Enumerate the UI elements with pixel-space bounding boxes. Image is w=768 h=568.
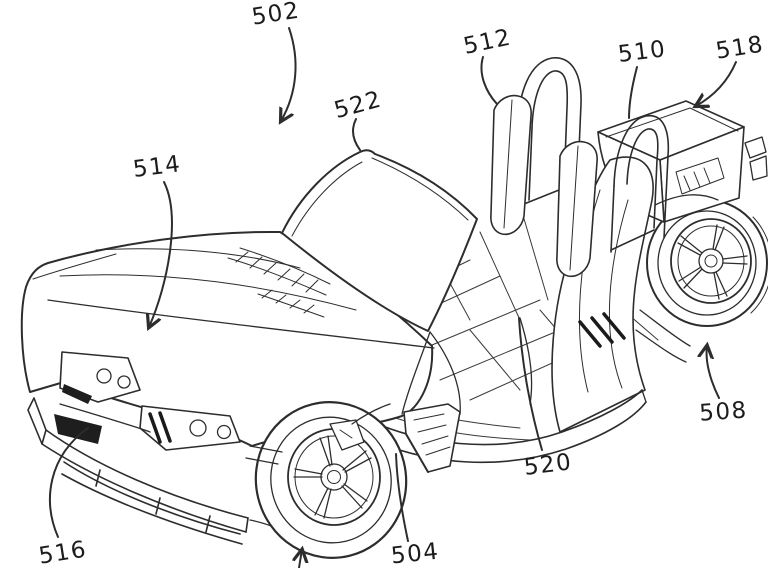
leader-518 [696, 61, 737, 106]
leader-502 [281, 27, 297, 121]
leader-510 [628, 66, 638, 119]
suspension-arm [245, 445, 283, 465]
hood-vents [227, 247, 331, 318]
windshield [281, 149, 478, 332]
side-pod-louver [403, 403, 461, 473]
rear-wheel-spokes [677, 224, 748, 300]
ref-label-520: 520 [523, 449, 574, 481]
front-wheel-spokes [293, 435, 372, 519]
leader-514 [149, 181, 173, 327]
leader-522 [351, 118, 361, 151]
leader-512 [480, 56, 498, 105]
leader-508 [707, 346, 720, 399]
swingarm-lines [635, 309, 691, 363]
leader-504 [395, 453, 409, 542]
headlights [54, 351, 241, 451]
front-wheel [245, 401, 408, 559]
ref-label-510: 510 [617, 36, 668, 68]
leader-516 [49, 427, 89, 538]
ref-label-522: 522 [331, 86, 384, 124]
ref-label-504: 504 [390, 539, 441, 568]
leader-520 [518, 317, 543, 451]
chin-vent-dark [54, 414, 102, 444]
side-sill [359, 312, 647, 473]
ref-label-514: 514 [132, 151, 183, 183]
rear-wheel [646, 199, 768, 327]
steering-arm [351, 403, 391, 425]
ref-label-508: 508 [698, 397, 748, 426]
leader-unlabeled-front-wheel [299, 550, 302, 568]
door-opening [401, 317, 533, 415]
seats [490, 94, 598, 278]
taillight-upper [744, 136, 767, 159]
headlight-pod-left [59, 351, 141, 403]
hood-crease-upper [59, 274, 357, 311]
side-vent-slats [578, 312, 626, 348]
ref-label-516: 516 [37, 536, 89, 568]
ref-label-512: 512 [461, 24, 514, 59]
ref-label-518: 518 [714, 31, 766, 64]
taillight-lower [749, 155, 768, 181]
hood-crease-main [47, 299, 435, 349]
ref-label-502: 502 [250, 0, 302, 31]
left-fender-edge [32, 253, 117, 280]
rear-fender-arc [654, 194, 719, 206]
